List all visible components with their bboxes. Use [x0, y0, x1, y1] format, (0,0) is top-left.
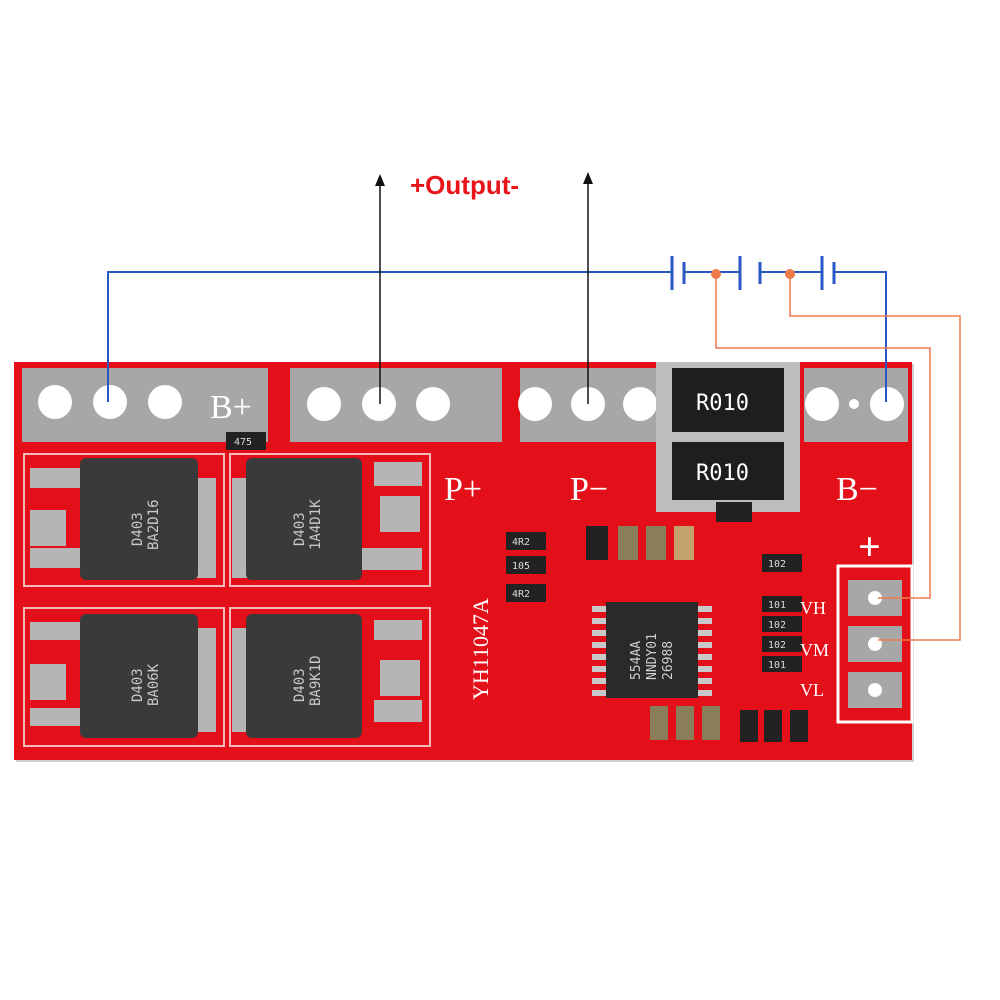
ic-mark1: 554AA — [629, 641, 644, 680]
mosfet-outline — [229, 453, 431, 587]
label-b-plus: B+ — [210, 389, 252, 426]
wire-blue-left — [107, 271, 672, 402]
svg-text:102: 102 — [768, 640, 786, 651]
mosfet-q2-mark2: 1A4D1K — [308, 499, 324, 550]
mosfet-outline — [229, 607, 431, 747]
mosfet-q4 — [246, 614, 362, 738]
svg-text:102: 102 — [768, 620, 786, 631]
wire-blue-right — [834, 271, 887, 402]
pad-hole — [148, 385, 182, 419]
ic-mark3: 26988 — [661, 641, 676, 680]
pad-hole — [362, 387, 396, 421]
svg-text:102: 102 — [768, 559, 786, 570]
smd-components: 4R2 105 4R2 102 101 102 102 101 — [506, 502, 808, 742]
shunt-resistor-bottom — [672, 442, 784, 500]
mosfet-q4-mark1: D403 — [292, 668, 308, 702]
mosfet-q1 — [80, 458, 198, 580]
pad-hole — [416, 387, 450, 421]
label-p-minus: P− — [570, 471, 608, 508]
mosfet-q3-mark1: D403 — [130, 668, 146, 702]
output-label: +Output- — [410, 170, 520, 200]
pad-hole — [518, 387, 552, 421]
label-b-minus: B− — [836, 471, 878, 508]
svg-text:101: 101 — [768, 660, 786, 671]
mosfet-q3-mark2: BA06K — [146, 663, 162, 706]
svg-text:4R2: 4R2 — [512, 589, 530, 600]
smd-top-code: 475 — [234, 437, 252, 448]
pad-hole — [623, 387, 657, 421]
pad-hole — [307, 387, 341, 421]
arrowhead — [375, 174, 385, 186]
mosfet-outline — [23, 453, 225, 587]
wire-orange-vm — [789, 274, 961, 641]
svg-text:101: 101 — [768, 600, 786, 611]
board-model: YH11047A — [468, 598, 493, 700]
connector-hole — [868, 683, 882, 697]
svg-text:4R2: 4R2 — [512, 537, 530, 548]
mosfet-q4-mark2: BA9K1D — [308, 655, 324, 706]
connector-hole — [868, 637, 882, 651]
smd-top — [226, 432, 266, 450]
mosfet-q3 — [80, 614, 198, 738]
ic-mark2: NNDY01 — [645, 633, 660, 680]
mosfet-q2 — [246, 458, 362, 580]
pad-hole — [805, 387, 839, 421]
mosfet-q2-mark1: D403 — [292, 512, 308, 546]
wiring-overlay — [107, 172, 961, 641]
label-p-plus: P+ — [444, 471, 482, 508]
ic-chip — [606, 602, 698, 698]
pad-hole — [93, 385, 127, 419]
shunt-top-code: R010 — [696, 391, 749, 416]
mosfet-q1-mark2: BA2D16 — [146, 499, 162, 550]
pad-hole — [870, 387, 904, 421]
shunt-bottom-code: R010 — [696, 461, 749, 486]
mosfet-outline — [23, 607, 225, 747]
arrowhead — [583, 172, 593, 184]
connector-hole — [868, 591, 882, 605]
pad-hole-small — [849, 399, 859, 409]
svg-text:105: 105 — [512, 561, 530, 572]
label-vl: VL — [800, 680, 824, 700]
wire-orange-vh — [715, 274, 931, 599]
mosfet-q1-mark1: D403 — [130, 512, 146, 546]
label-plus-sign: + — [858, 524, 881, 569]
pad-hole — [38, 385, 72, 419]
shunt-resistor-top — [672, 368, 784, 432]
ic-pins — [592, 606, 712, 696]
label-vh: VH — [800, 598, 826, 618]
label-vm: VM — [800, 640, 829, 660]
